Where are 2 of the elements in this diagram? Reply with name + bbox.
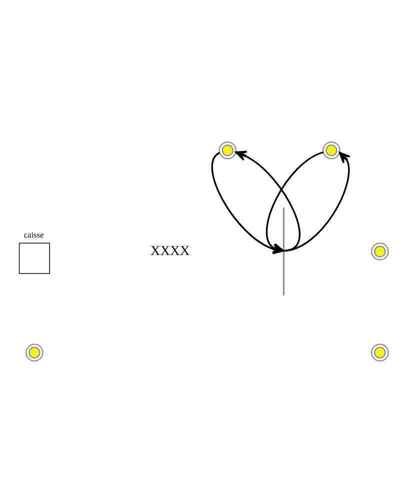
label: XXXX [150, 242, 190, 258]
node-label: caisse [24, 230, 44, 240]
